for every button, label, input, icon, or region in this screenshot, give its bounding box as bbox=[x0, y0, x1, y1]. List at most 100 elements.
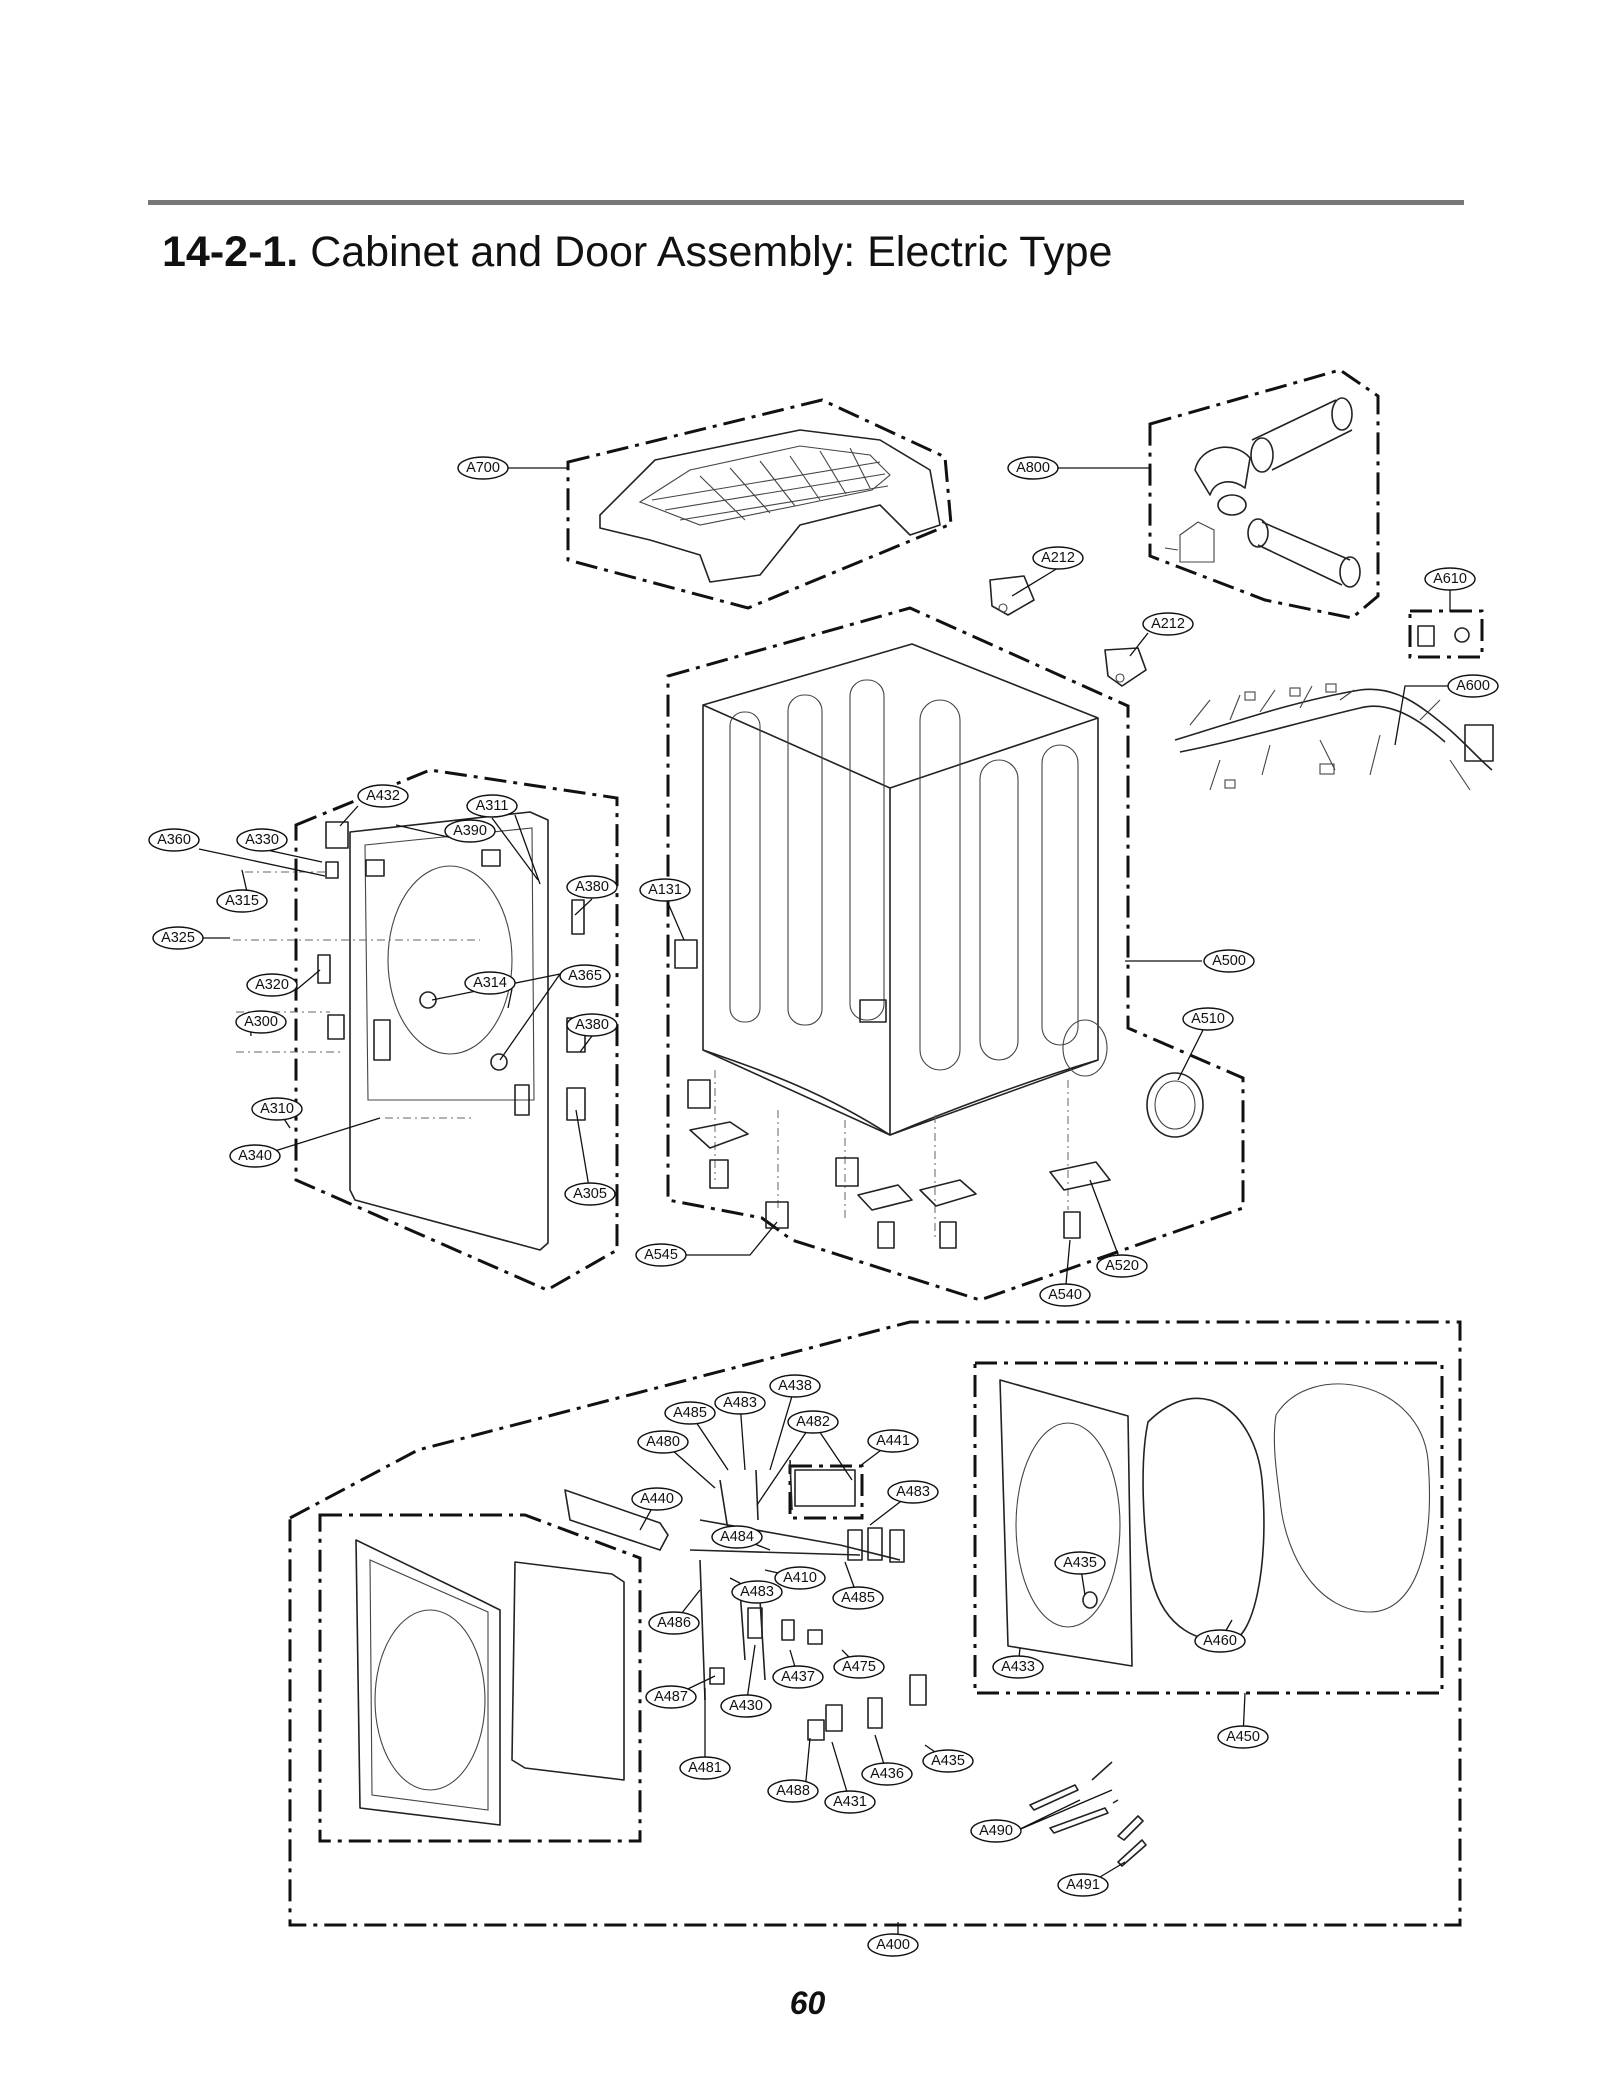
group-outline-wiring-bracket bbox=[1408, 609, 1484, 659]
callout-label: A483 bbox=[731, 1580, 783, 1604]
callout-label: A390 bbox=[444, 819, 496, 843]
group-outline-hinge-bracket bbox=[788, 1464, 864, 1520]
section-title: Cabinet and Door Assembly: Electric Type bbox=[310, 228, 1113, 276]
svg-text:A300: A300 bbox=[244, 1014, 278, 1030]
callout-label: A325 bbox=[152, 926, 204, 950]
callout-label: A436 bbox=[861, 1762, 913, 1786]
callout-label: A435 bbox=[922, 1749, 974, 1773]
callout-label: A540 bbox=[1039, 1283, 1091, 1307]
svg-text:A450: A450 bbox=[1226, 1729, 1260, 1745]
svg-text:A485: A485 bbox=[841, 1590, 875, 1606]
callout-label: A380 bbox=[566, 1013, 618, 1037]
svg-text:A365: A365 bbox=[568, 968, 602, 984]
svg-text:A490: A490 bbox=[979, 1823, 1013, 1839]
svg-text:A483: A483 bbox=[740, 1584, 774, 1600]
svg-text:A484: A484 bbox=[720, 1529, 754, 1545]
callout-label: A441 bbox=[867, 1429, 919, 1453]
callout-label: A510 bbox=[1182, 1007, 1234, 1031]
callout-label: A432 bbox=[357, 784, 409, 808]
svg-text:A310: A310 bbox=[260, 1101, 294, 1117]
svg-text:A483: A483 bbox=[896, 1484, 930, 1500]
callout-label: A488 bbox=[767, 1779, 819, 1803]
svg-text:A440: A440 bbox=[640, 1491, 674, 1507]
svg-text:A540: A540 bbox=[1048, 1287, 1082, 1303]
callout-label: A212 bbox=[1142, 612, 1194, 636]
section-number: 14-2-1. bbox=[162, 228, 299, 276]
svg-text:A330: A330 bbox=[245, 832, 279, 848]
svg-text:A380: A380 bbox=[575, 1017, 609, 1033]
callout-label: A482 bbox=[787, 1410, 839, 1434]
callout-label: A311 bbox=[466, 794, 518, 818]
callout-label: A438 bbox=[769, 1374, 821, 1398]
callout-label: A484 bbox=[711, 1525, 763, 1549]
svg-text:A314: A314 bbox=[473, 975, 507, 991]
svg-text:A325: A325 bbox=[161, 930, 195, 946]
callout-labels: A700 A800 A212 A212 A610 A600 A432 A311 … bbox=[148, 456, 1499, 1957]
svg-text:A311: A311 bbox=[476, 798, 509, 814]
group-outline-cabinet bbox=[666, 606, 1245, 1302]
header-rule bbox=[148, 200, 1464, 205]
svg-text:A131: A131 bbox=[648, 882, 682, 898]
svg-text:A432: A432 bbox=[366, 788, 400, 804]
callout-label: A475 bbox=[833, 1655, 885, 1679]
callout-label: A380 bbox=[566, 875, 618, 899]
callout-label: A485 bbox=[664, 1401, 716, 1425]
svg-text:A340: A340 bbox=[238, 1148, 272, 1164]
svg-text:A491: A491 bbox=[1066, 1877, 1100, 1893]
callout-label: A400 bbox=[867, 1933, 919, 1957]
wire-harness-part bbox=[1174, 683, 1494, 791]
svg-text:A545: A545 bbox=[644, 1247, 678, 1263]
callout-label: A520 bbox=[1096, 1254, 1148, 1278]
callout-label: A450 bbox=[1217, 1725, 1269, 1749]
group-outline-top-cover bbox=[566, 398, 953, 610]
callout-label: A320 bbox=[246, 973, 298, 997]
duct-cap-part bbox=[1146, 1072, 1204, 1138]
group-outline-front-panel bbox=[294, 768, 619, 1292]
callout-label: A481 bbox=[679, 1756, 731, 1780]
cabinet-part bbox=[674, 643, 1108, 1136]
svg-text:A500: A500 bbox=[1212, 953, 1246, 969]
callout-label: A340 bbox=[229, 1144, 281, 1168]
callout-label: A480 bbox=[637, 1430, 689, 1454]
callout-label: A131 bbox=[639, 878, 691, 902]
callout-label: A360 bbox=[148, 828, 200, 852]
svg-text:A390: A390 bbox=[453, 823, 487, 839]
duct-kit-part bbox=[1164, 397, 1361, 588]
svg-text:A460: A460 bbox=[1203, 1633, 1237, 1649]
group-outlines bbox=[288, 368, 1484, 1927]
svg-text:A315: A315 bbox=[225, 893, 259, 909]
svg-text:A430: A430 bbox=[729, 1698, 763, 1714]
svg-text:A600: A600 bbox=[1456, 678, 1490, 694]
group-outline-door-assembly bbox=[288, 1320, 1462, 1927]
callout-label: A800 bbox=[1007, 456, 1059, 480]
callout-label: A600 bbox=[1447, 674, 1499, 698]
page-title: 14-2-1. Cabinet and Door Assembly: Elect… bbox=[162, 228, 1112, 277]
svg-text:A475: A475 bbox=[842, 1659, 876, 1675]
group-outline-inner-door bbox=[973, 1361, 1444, 1695]
page-number: 60 bbox=[789, 1985, 826, 2021]
svg-text:A486: A486 bbox=[657, 1615, 691, 1631]
callout-label: A486 bbox=[648, 1611, 700, 1635]
svg-text:A431: A431 bbox=[833, 1794, 867, 1810]
callout-label: A433 bbox=[992, 1655, 1044, 1679]
svg-text:A435: A435 bbox=[1063, 1555, 1097, 1571]
svg-text:A305: A305 bbox=[573, 1186, 607, 1202]
svg-text:A410: A410 bbox=[783, 1570, 817, 1586]
callout-label: A431 bbox=[824, 1790, 876, 1814]
svg-text:A436: A436 bbox=[870, 1766, 904, 1782]
callout-label: A212 bbox=[1032, 546, 1084, 570]
callout-label: A545 bbox=[635, 1243, 687, 1267]
callout-label: A491 bbox=[1057, 1873, 1109, 1897]
svg-text:A438: A438 bbox=[778, 1378, 812, 1394]
callout-label: A487 bbox=[645, 1685, 697, 1709]
svg-text:A212: A212 bbox=[1151, 616, 1185, 632]
svg-text:A700: A700 bbox=[466, 460, 500, 476]
callout-label: A330 bbox=[236, 828, 288, 852]
callout-label: A500 bbox=[1203, 949, 1255, 973]
group-outline-duct-kit bbox=[1148, 368, 1380, 620]
svg-text:A488: A488 bbox=[776, 1783, 810, 1799]
callout-label: A485 bbox=[832, 1586, 884, 1610]
callout-label: A483 bbox=[714, 1391, 766, 1415]
svg-text:A485: A485 bbox=[673, 1405, 707, 1421]
